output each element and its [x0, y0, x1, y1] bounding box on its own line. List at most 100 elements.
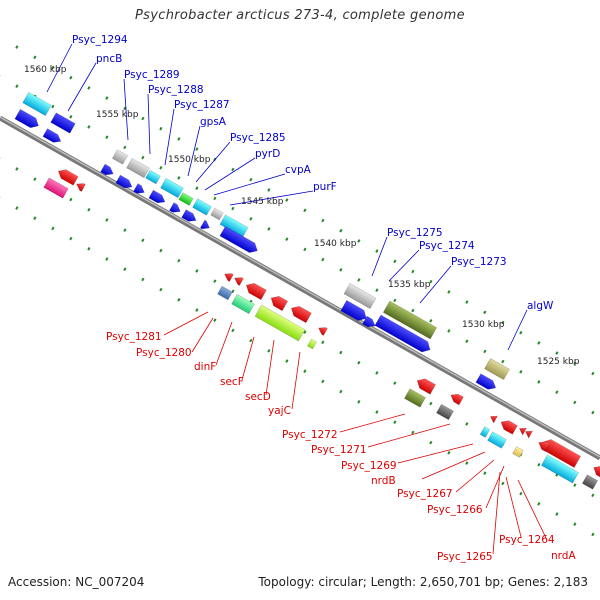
leader-line — [213, 173, 286, 196]
leader-line — [265, 339, 275, 396]
gene-feature[interactable] — [499, 418, 518, 435]
gene-feature[interactable] — [43, 177, 69, 199]
gene-feature[interactable] — [484, 358, 510, 380]
gene-feature[interactable] — [374, 314, 433, 355]
gene-feature[interactable] — [591, 463, 600, 478]
gene-feature[interactable] — [210, 207, 224, 221]
gene-feature[interactable] — [343, 283, 377, 309]
gene-feature[interactable] — [231, 293, 255, 315]
gene-feature[interactable] — [199, 219, 211, 232]
gene-feature[interactable] — [219, 226, 260, 255]
topology-text: Topology: circular; Length: 2,650,701 bp… — [258, 575, 588, 589]
tick-mark — [141, 238, 145, 243]
gene-feature[interactable] — [192, 198, 212, 216]
tick-mark — [69, 197, 73, 202]
gene-feature[interactable] — [536, 439, 550, 452]
gene-feature[interactable] — [50, 112, 76, 134]
tick-mark — [591, 532, 595, 537]
tick-mark — [285, 237, 289, 241]
tick-mark — [15, 45, 19, 49]
scale-label: 1530 kbp — [462, 320, 505, 330]
tick-mark — [321, 257, 325, 262]
leader-line — [204, 157, 256, 191]
gene-label-lower: nrdB — [371, 475, 396, 487]
gene-feature[interactable] — [56, 167, 79, 186]
tick-mark — [15, 167, 19, 171]
gene-feature[interactable] — [404, 388, 426, 408]
gene-feature[interactable] — [581, 474, 599, 490]
gene-label-upper: pncB — [96, 53, 122, 65]
scale-label: 1525 kbp — [537, 357, 580, 367]
tick-mark — [483, 471, 487, 476]
gene-feature[interactable] — [307, 338, 317, 350]
gene-feature[interactable] — [14, 108, 41, 130]
tick-mark — [51, 65, 55, 70]
gene-feature[interactable] — [517, 425, 528, 436]
genome-title: Psychrobacter arcticus 273-4, complete g… — [135, 8, 465, 23]
leader-line — [397, 443, 474, 464]
gene-feature[interactable] — [449, 391, 464, 406]
leader-line — [147, 93, 151, 155]
gene-feature[interactable] — [541, 454, 579, 484]
tick-mark — [357, 278, 361, 282]
gene-label-lower: yajC — [268, 405, 291, 417]
gene-feature[interactable] — [254, 304, 306, 342]
tick-mark — [393, 381, 397, 385]
leader-line — [421, 451, 486, 480]
tick-mark — [195, 308, 199, 312]
tick-mark — [87, 207, 91, 212]
gene-feature[interactable] — [22, 92, 52, 116]
gene-feature[interactable] — [382, 300, 438, 340]
tick-mark — [177, 258, 181, 263]
tick-mark — [357, 360, 361, 365]
gene-feature[interactable] — [126, 157, 150, 179]
gene-feature[interactable] — [181, 209, 199, 225]
tick-mark — [303, 330, 307, 334]
label-leader-lines — [46, 43, 548, 555]
tick-mark — [537, 502, 541, 506]
gene-feature[interactable] — [475, 373, 498, 393]
gene-feature[interactable] — [42, 128, 63, 146]
tick-mark — [303, 208, 307, 213]
gene-feature[interactable] — [115, 174, 134, 191]
tick-mark — [141, 116, 145, 121]
gene-feature[interactable] — [111, 149, 129, 165]
gene-feature[interactable] — [289, 303, 312, 324]
gene-feature[interactable] — [178, 192, 194, 206]
tick-mark — [375, 288, 379, 292]
gene-feature[interactable] — [512, 446, 524, 458]
gene-feature[interactable] — [145, 169, 161, 185]
tick-mark — [357, 239, 361, 243]
leader-line — [505, 476, 522, 538]
tick-mark — [465, 300, 469, 304]
gene-feature[interactable] — [160, 177, 184, 199]
gene-feature[interactable] — [75, 181, 86, 192]
tick-mark — [339, 267, 343, 272]
tick-mark — [447, 329, 451, 333]
gene-feature[interactable] — [362, 315, 378, 330]
tick-mark — [555, 512, 559, 516]
gene-feature[interactable] — [100, 163, 116, 178]
tick-mark — [447, 451, 451, 455]
gene-feature[interactable] — [223, 271, 234, 282]
gene-feature[interactable] — [340, 300, 370, 323]
gene-feature[interactable] — [317, 325, 328, 336]
tick-mark — [177, 176, 181, 180]
tick-mark — [501, 481, 505, 486]
gene-feature[interactable] — [487, 431, 507, 449]
gene-feature[interactable] — [217, 285, 233, 301]
tick-mark — [195, 269, 199, 273]
gene-feature[interactable] — [244, 280, 267, 301]
gene-feature[interactable] — [479, 426, 491, 438]
gene-feature[interactable] — [233, 275, 244, 286]
gene-feature[interactable] — [169, 202, 182, 216]
gene-feature[interactable] — [268, 293, 289, 312]
gene-feature[interactable] — [414, 376, 436, 395]
gene-feature[interactable] — [523, 428, 534, 439]
leader-line — [339, 413, 406, 433]
gene-feature[interactable] — [133, 183, 146, 197]
gene-feature[interactable] — [436, 403, 454, 421]
gene-feature[interactable] — [148, 189, 167, 206]
gene-feature[interactable] — [488, 413, 499, 424]
tick-mark — [69, 75, 73, 80]
